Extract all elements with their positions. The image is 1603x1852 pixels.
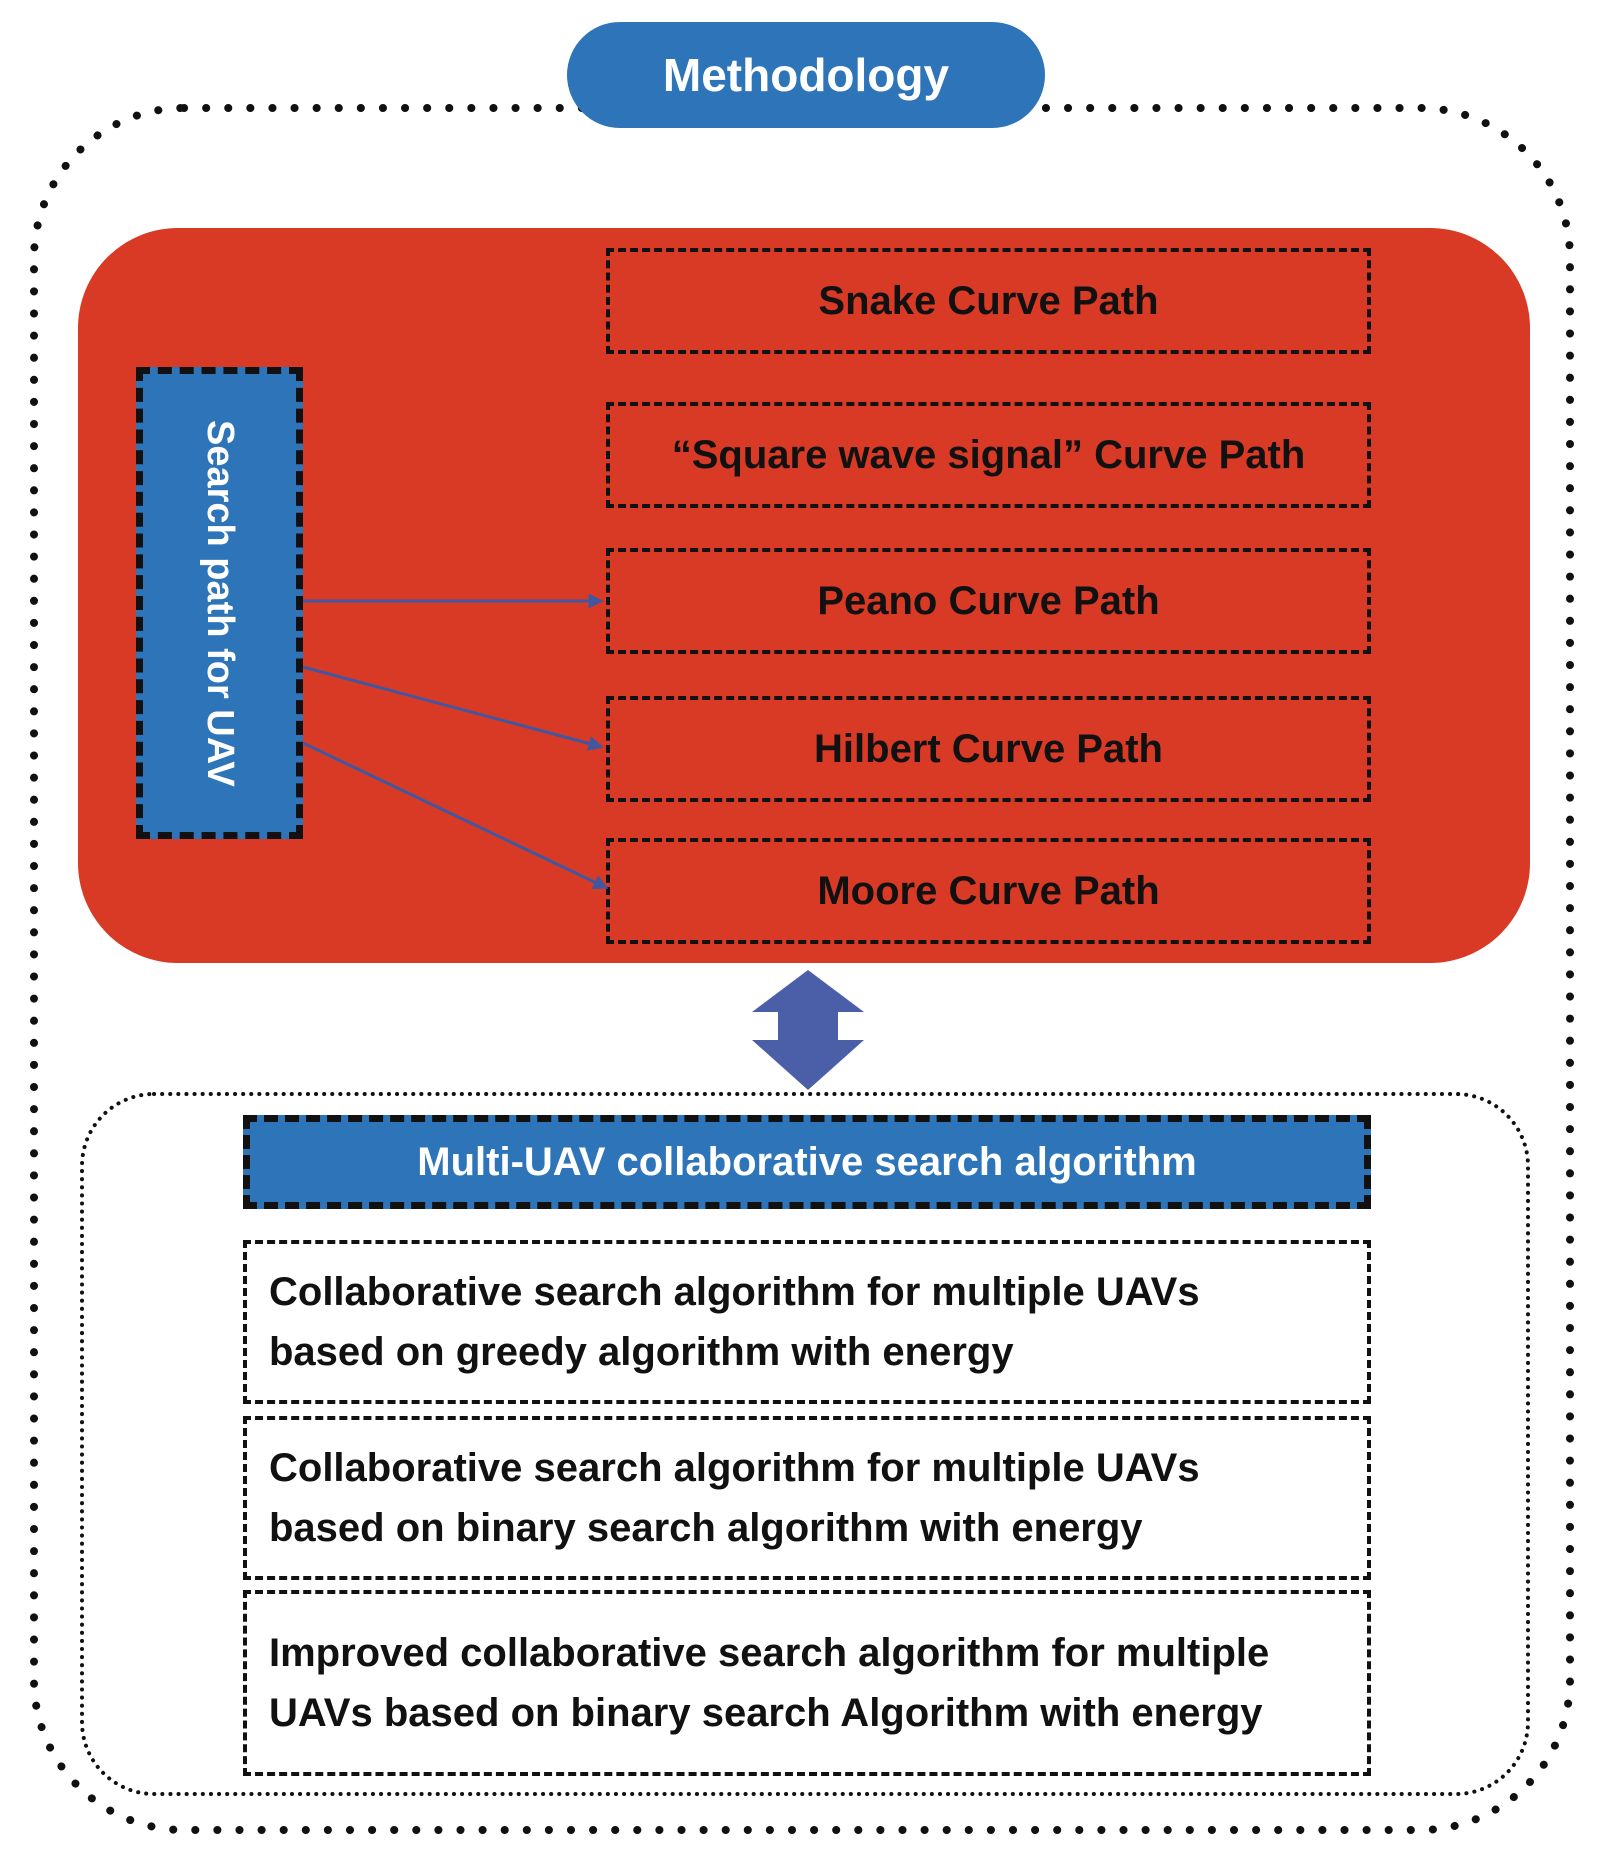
binary-search-algorithm-line2: based on binary search algorithm with en… (269, 1506, 1143, 1550)
arrow-to-moore (302, 741, 609, 890)
methodology-title: Methodology (567, 22, 1045, 128)
square-wave-curve-path-box: “Square wave signal” Curve Path (606, 402, 1371, 508)
hilbert-curve-path-box: Hilbert Curve Path (606, 696, 1371, 802)
greedy-algorithm-line2: based on greedy algorithm with energy (269, 1330, 1014, 1374)
multi-uav-algorithm-header: Multi-UAV collaborative search algorithm (243, 1115, 1371, 1209)
greedy-algorithm-line1: Collaborative search algorithm for multi… (269, 1270, 1200, 1314)
peano-curve-path-box: Peano Curve Path (606, 548, 1371, 654)
double-arrow-icon (752, 970, 864, 1090)
search-path-for-uav-label: Search path for UAV (199, 419, 241, 787)
binary-search-algorithm-box: Collaborative search algorithm for multi… (243, 1416, 1371, 1580)
improved-binary-search-algorithm-box: Improved collaborative search algorithm … (243, 1590, 1371, 1776)
improved-algorithm-line1: Improved collaborative search algorithm … (269, 1631, 1270, 1675)
inner-dotted-frame (80, 1092, 1530, 1796)
search-path-for-uav-label-wrap: Search path for UAV (136, 367, 303, 839)
binary-search-algorithm-line1: Collaborative search algorithm for multi… (269, 1446, 1200, 1490)
search-path-for-uav-box (136, 367, 303, 839)
moore-curve-path-box: Moore Curve Path (606, 838, 1371, 944)
arrow-to-hilbert (302, 665, 604, 751)
snake-curve-path-box: Snake Curve Path (606, 248, 1371, 354)
improved-algorithm-line2: UAVs based on binary search Algorithm wi… (269, 1691, 1263, 1735)
greedy-algorithm-box: Collaborative search algorithm for multi… (243, 1240, 1371, 1404)
